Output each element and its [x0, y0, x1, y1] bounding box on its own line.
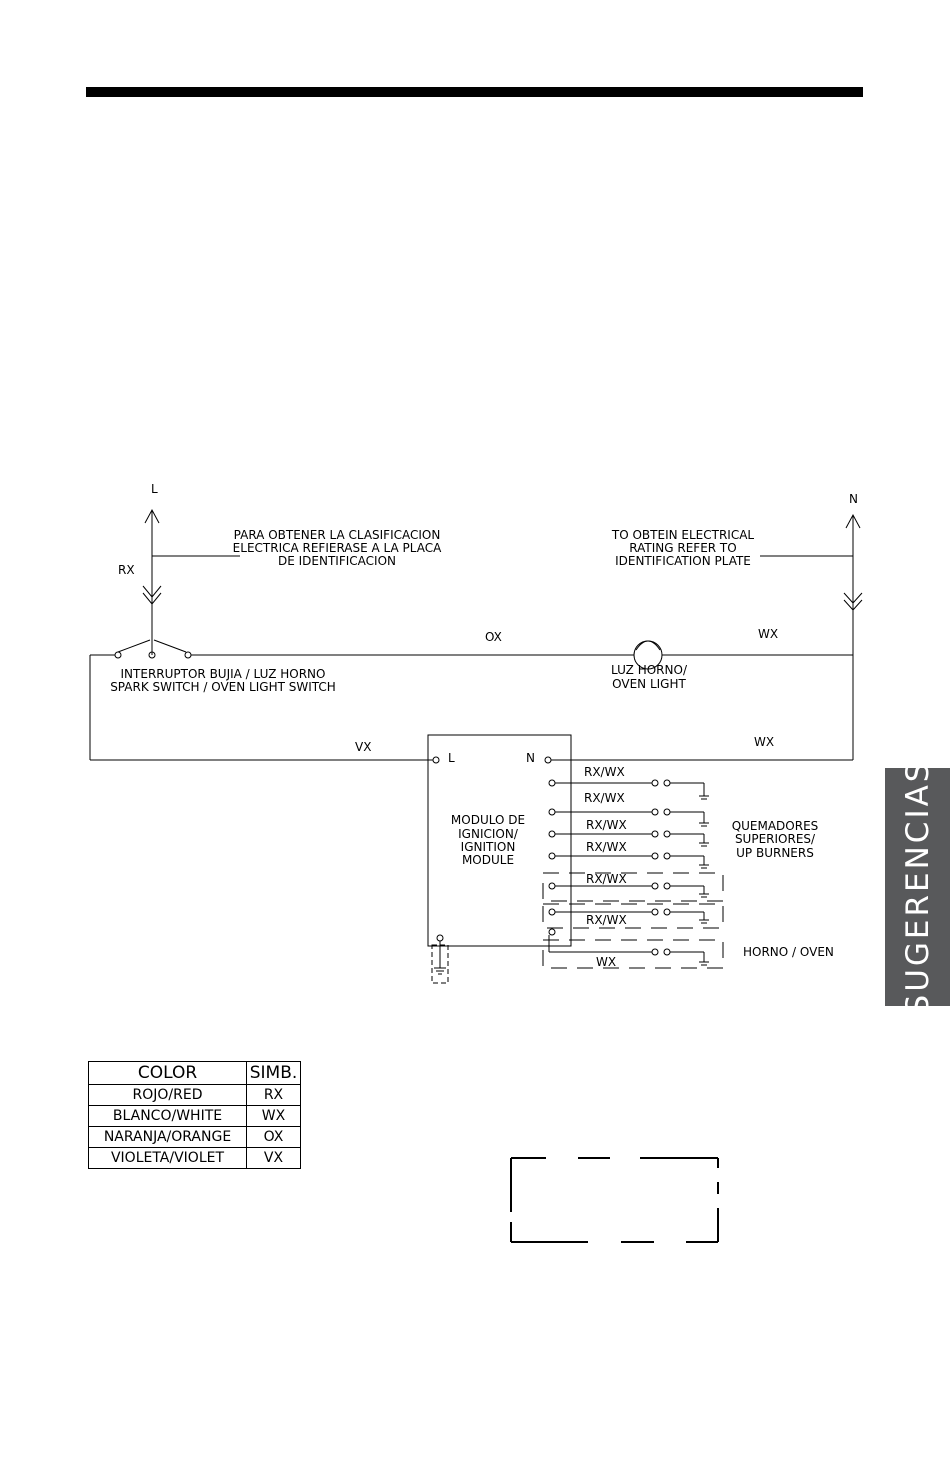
note-es-line-3: DE IDENTIFICACION [278, 554, 396, 568]
burner-wire-label: RX/WX [586, 840, 627, 854]
burners-label-line-3: UP BURNERS [736, 846, 814, 860]
dashed-box-symbol [510, 1157, 719, 1243]
note-en-line-2: RATING REFER TO [629, 541, 736, 555]
burner-wire-label: RX/WX [586, 872, 627, 886]
burners-label-line-2: SUPERIORES/ [735, 832, 816, 846]
module-l-label: L [448, 751, 455, 765]
burner-row [542, 903, 724, 929]
legend-color-cell: BLANCO/WHITE [88, 1105, 247, 1127]
top-rule [86, 87, 863, 97]
note-es-line-2: ELECTRICA REFIERASE A LA PLACA [233, 541, 442, 555]
legend-color-cell: VIOLETA/VIOLET [88, 1147, 247, 1169]
legend-color-cell: ROJO/RED [88, 1084, 247, 1106]
burners-label-line-1: QUEMADORES [732, 819, 819, 833]
wire-vx-label: VX [355, 740, 371, 754]
burner-row [548, 808, 709, 827]
side-tab: SUGERENCIAS [885, 760, 950, 1014]
switch-label-line-2: SPARK SWITCH / OVEN LIGHT SWITCH [110, 680, 336, 694]
wire-wx-top-label: WX [758, 627, 778, 641]
terminal-l-label: L [151, 482, 158, 496]
wire-wx-module-label: WX [754, 735, 774, 749]
oven-wire-label: WX [596, 955, 616, 969]
legend-color-cell: NARANJA/ORANGE [88, 1126, 247, 1148]
legend-symbol-cell: RX [246, 1084, 301, 1106]
light-label-line-1: LUZ HORNO/ [611, 663, 688, 677]
legend-row: BLANCO/WHITE WX [88, 1105, 301, 1127]
wire-ox-label: OX [485, 630, 502, 644]
module-label-line-4: MODULE [462, 853, 514, 867]
module-label-line-2: IGNICION/ [458, 827, 519, 841]
legend-header-symbol: SIMB. [246, 1061, 301, 1085]
legend-symbol-cell: WX [246, 1105, 301, 1127]
burner-wire-label: RX/WX [584, 791, 625, 805]
note-en-line-3: IDENTIFICATION PLATE [615, 554, 751, 568]
module-n-label: N [526, 751, 535, 765]
note-es-line-1: PARA OBTENER LA CLASIFICACION [234, 528, 441, 542]
legend-header-row: COLOR SIMB. [88, 1061, 301, 1085]
burner-row [548, 830, 709, 847]
burner-wire-label: RX/WX [586, 913, 627, 927]
color-legend-table: COLOR SIMB. ROJO/RED RX BLANCO/WHITE WX … [88, 1061, 301, 1169]
wire-rx-label: RX [118, 563, 135, 577]
oven-row [542, 928, 724, 969]
terminal-n-label: N [849, 492, 858, 506]
module-label-line-3: IGNITION [461, 840, 516, 854]
switch-label-line-1: INTERRUPTOR BUJIA / LUZ HORNO [121, 667, 326, 681]
legend-row: VIOLETA/VIOLET VX [88, 1147, 301, 1169]
burner-row [548, 779, 709, 800]
burner-wire-label: RX/WX [584, 765, 625, 779]
burner-wire-label: RX/WX [586, 818, 627, 832]
note-en-line-1: TO OBTEIN ELECTRICAL [611, 528, 755, 542]
legend-header-color: COLOR [88, 1061, 247, 1085]
module-label-line-1: MODULO DE [451, 813, 525, 827]
oven-label: HORNO / OVEN [743, 945, 834, 959]
light-label-line-2: OVEN LIGHT [612, 677, 686, 691]
burner-row [542, 872, 724, 902]
legend-row: NARANJA/ORANGE OX [88, 1126, 301, 1148]
legend-symbol-cell: VX [246, 1147, 301, 1169]
burner-row [548, 852, 709, 869]
legend-symbol-cell: OX [246, 1126, 301, 1148]
legend-row: ROJO/RED RX [88, 1084, 301, 1106]
